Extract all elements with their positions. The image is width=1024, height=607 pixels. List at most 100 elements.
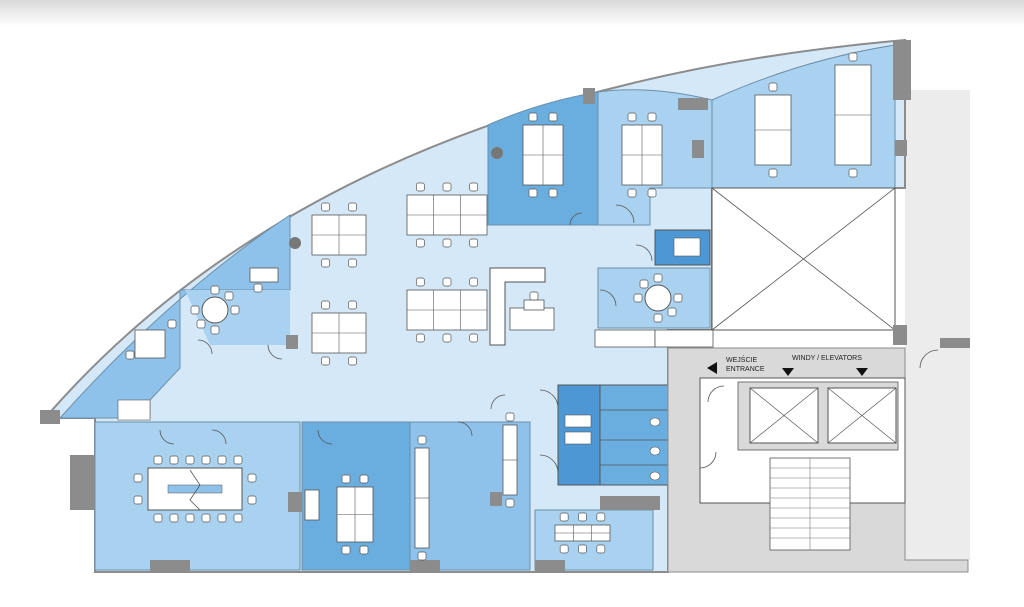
chair xyxy=(230,305,240,315)
chair xyxy=(253,283,263,293)
chair xyxy=(627,112,637,122)
chair xyxy=(559,512,569,522)
chair xyxy=(469,182,479,192)
chair xyxy=(653,313,663,323)
chair xyxy=(415,333,425,343)
chair xyxy=(224,291,234,301)
exterior-right xyxy=(905,90,970,560)
round-table xyxy=(201,296,229,324)
chair xyxy=(653,273,663,283)
chair xyxy=(196,319,206,329)
chair xyxy=(217,513,227,523)
chair xyxy=(559,544,569,554)
chair xyxy=(233,513,243,523)
chair xyxy=(415,238,425,248)
chair xyxy=(442,277,452,287)
elevator-shaft-icon xyxy=(749,387,897,444)
desk xyxy=(134,329,166,359)
chair xyxy=(133,473,143,483)
chair xyxy=(667,307,677,317)
chair xyxy=(341,545,351,555)
chair xyxy=(548,112,558,122)
chair xyxy=(190,305,200,315)
chair xyxy=(321,258,330,268)
chair xyxy=(348,356,357,366)
chair xyxy=(596,512,606,522)
round-table xyxy=(644,284,672,312)
chair xyxy=(185,513,195,523)
chair xyxy=(647,112,657,122)
column-icon xyxy=(491,147,503,159)
chair xyxy=(415,182,425,192)
elevator-arrow-icon xyxy=(782,368,794,376)
chair xyxy=(321,300,330,310)
chair xyxy=(153,455,163,465)
chair xyxy=(348,202,357,212)
chair xyxy=(578,544,587,554)
chair xyxy=(169,455,179,465)
chair xyxy=(359,545,369,555)
chair xyxy=(321,202,330,212)
chair xyxy=(201,455,211,465)
chair xyxy=(415,277,425,287)
chair xyxy=(247,495,257,505)
chair xyxy=(639,279,649,289)
chair xyxy=(210,325,220,335)
chair xyxy=(469,238,479,248)
chair xyxy=(341,474,351,484)
chair xyxy=(505,412,515,422)
chair xyxy=(201,513,211,523)
chair xyxy=(627,188,637,198)
stair-icon xyxy=(769,457,851,551)
chair xyxy=(348,300,357,310)
chair xyxy=(848,52,858,62)
chair xyxy=(548,188,558,198)
chair xyxy=(528,188,538,198)
chair xyxy=(848,168,858,178)
chair xyxy=(185,455,195,465)
door-swing-icon xyxy=(159,204,939,474)
chair xyxy=(528,112,538,122)
chair xyxy=(247,473,257,483)
chair xyxy=(125,350,135,360)
chair xyxy=(768,168,778,178)
desk xyxy=(249,267,279,283)
chair xyxy=(442,238,452,248)
chair xyxy=(133,495,143,505)
column-icon xyxy=(40,40,970,572)
chair xyxy=(505,498,515,508)
chair xyxy=(469,333,479,343)
chair xyxy=(321,356,330,366)
chair xyxy=(442,333,452,343)
chair xyxy=(673,293,683,303)
desk xyxy=(304,489,320,521)
entrance-label-en: ENTRANCE xyxy=(726,366,765,373)
reception-counter xyxy=(489,267,546,346)
desk xyxy=(523,299,545,311)
chair xyxy=(217,455,227,465)
top-shadow xyxy=(0,0,1024,26)
entrance-arrow-icon xyxy=(707,362,717,374)
elevator-arrow-icon xyxy=(856,368,868,376)
wc-block-right xyxy=(599,384,669,486)
desk-clusters xyxy=(134,64,872,549)
chair xyxy=(210,285,220,295)
chair xyxy=(348,258,357,268)
cabinets xyxy=(594,329,656,348)
chair xyxy=(647,188,657,198)
chair xyxy=(417,551,427,561)
chair xyxy=(167,319,177,329)
chair xyxy=(153,513,163,523)
elevators-label: WINDY / ELEVATORS xyxy=(792,355,862,362)
chair xyxy=(359,474,369,484)
chair xyxy=(233,455,243,465)
chair xyxy=(596,544,606,554)
entrance-label-pl: WEJŚCIE xyxy=(726,355,757,364)
chair xyxy=(633,293,643,303)
chair xyxy=(768,82,778,92)
column-icon xyxy=(289,237,301,249)
chairs xyxy=(125,52,858,561)
chair xyxy=(529,291,539,301)
